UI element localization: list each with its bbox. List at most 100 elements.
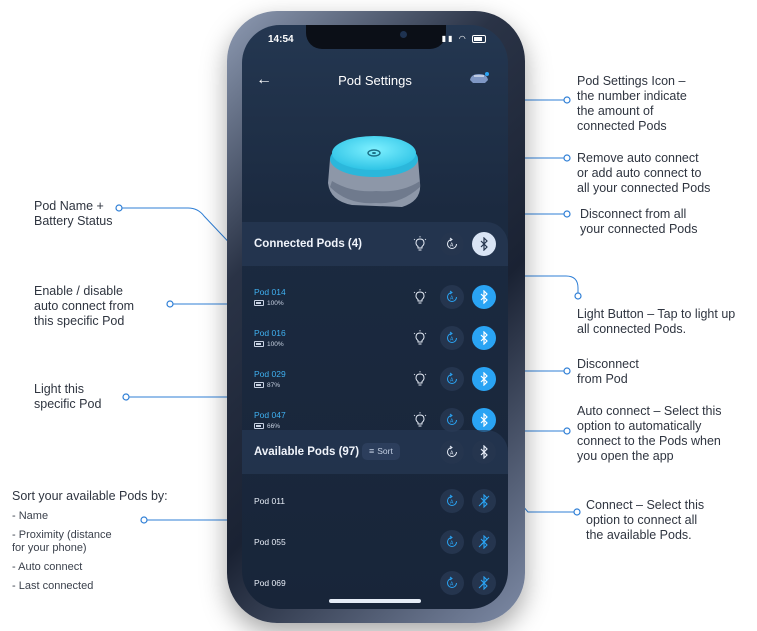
- lightbulb-icon: [413, 371, 427, 386]
- svg-text:A: A: [450, 582, 454, 588]
- auto-connect-toggle[interactable]: A: [440, 530, 464, 554]
- sort-icon: ≡: [369, 446, 375, 456]
- battery-status: 66%: [254, 423, 280, 430]
- lightbulb-icon: [413, 289, 427, 304]
- annotation-pod-name: Pod Name + Battery Status: [34, 199, 113, 228]
- disconnect-pod-button[interactable]: [472, 285, 496, 309]
- light-all-button[interactable]: [408, 232, 432, 256]
- disconnect-all-button[interactable]: [472, 232, 496, 256]
- annotation-auto-connect: Auto connect – Select this option to aut…: [577, 404, 722, 463]
- annotation-sort-options: Name Proximity (distance for your phone)…: [12, 510, 112, 599]
- connect-all-button[interactable]: [472, 440, 496, 464]
- sort-option-item: Proximity (distance for your phone): [12, 529, 112, 555]
- connected-pod-row[interactable]: Pod 029 87% A: [242, 359, 508, 399]
- svg-text:A: A: [450, 337, 454, 343]
- battery-level: 87%: [267, 382, 281, 389]
- camera-icon: [400, 31, 407, 38]
- connected-pod-row[interactable]: Pod 047 66% A: [242, 400, 508, 440]
- connected-pods-header: Connected Pods (4) A: [242, 222, 508, 266]
- back-arrow-icon[interactable]: ←: [256, 71, 272, 88]
- annotation-disconnect-pod: Disconnect from Pod: [577, 357, 639, 386]
- auto-connect-toggle[interactable]: A: [440, 489, 464, 513]
- connected-pod-row[interactable]: Pod 014 100% A: [242, 277, 508, 317]
- svg-text:A: A: [450, 296, 454, 302]
- lightbulb-icon: [413, 236, 427, 251]
- bluetooth-icon: [480, 413, 488, 427]
- app-screen: 14:54 ▮▮ ◠ ← Pod Settings: [242, 25, 508, 609]
- svg-text:A: A: [450, 419, 454, 425]
- svg-text:A: A: [450, 243, 454, 249]
- pod-name: Pod 047: [254, 410, 286, 420]
- pod-name: Pod 029: [254, 369, 286, 379]
- battery-status: 87%: [254, 382, 280, 389]
- auto-connect-toggle[interactable]: A: [440, 326, 464, 350]
- disconnect-pod-button[interactable]: [472, 367, 496, 391]
- pod-device-image: [328, 136, 421, 207]
- annotation-enable-auto-connect: Enable / disable auto connect from this …: [34, 284, 135, 328]
- svg-text:A: A: [450, 378, 454, 384]
- auto-connect-toggle[interactable]: A: [440, 367, 464, 391]
- auto-connect-toggle[interactable]: A: [440, 408, 464, 432]
- light-pod-button[interactable]: [408, 408, 432, 432]
- light-pod-button[interactable]: [408, 285, 432, 309]
- svg-text:A: A: [450, 500, 454, 506]
- svg-text:A: A: [450, 541, 454, 547]
- available-pods-header: Available Pods (97) ≡Sort A: [242, 430, 508, 474]
- svg-text:A: A: [450, 451, 454, 457]
- battery-level: 100%: [267, 300, 284, 307]
- auto-connect-icon: A: [447, 331, 457, 343]
- auto-connect-icon: A: [447, 237, 457, 249]
- connect-pod-button[interactable]: [472, 489, 496, 513]
- annotation-light-button: Light Button – Tap to light up all conne…: [577, 307, 736, 336]
- sort-option-item: Auto connect: [12, 561, 112, 574]
- battery-status: 100%: [254, 341, 284, 348]
- connect-pod-button[interactable]: [472, 571, 496, 595]
- bluetooth-icon: [480, 331, 488, 345]
- status-icons: ▮▮ ◠: [442, 34, 486, 43]
- auto-connect-icon: A: [447, 413, 457, 425]
- annotation-connect: Connect – Select this option to connect …: [586, 498, 705, 542]
- light-pod-button[interactable]: [408, 367, 432, 391]
- available-pod-row[interactable]: Pod 069 A: [242, 563, 508, 603]
- disconnect-pod-button[interactable]: [472, 408, 496, 432]
- battery-icon: [254, 341, 264, 348]
- auto-connect-available-button[interactable]: A: [440, 440, 464, 464]
- home-indicator[interactable]: [329, 599, 421, 603]
- pod-settings-icon[interactable]: [468, 71, 490, 85]
- battery-level: 100%: [267, 341, 284, 348]
- battery-level: 66%: [267, 423, 281, 430]
- auto-connect-toggle[interactable]: A: [440, 285, 464, 309]
- bluetooth-off-icon: [478, 576, 490, 590]
- battery-icon: [254, 423, 264, 430]
- auto-connect-all-button[interactable]: A: [440, 232, 464, 256]
- battery-icon: [254, 300, 264, 307]
- annotation-light-specific-pod: Light this specific Pod: [34, 382, 102, 411]
- auto-connect-toggle[interactable]: A: [440, 571, 464, 595]
- signal-icon: ▮▮: [441, 34, 455, 43]
- bluetooth-icon: [480, 372, 488, 386]
- connect-pod-button[interactable]: [472, 530, 496, 554]
- sort-option-item: Name: [12, 510, 112, 523]
- disconnect-pod-button[interactable]: [472, 326, 496, 350]
- available-pod-row[interactable]: Pod 055 A: [242, 522, 508, 562]
- auto-connect-icon: A: [447, 290, 457, 302]
- sort-button[interactable]: ≡Sort: [362, 443, 400, 460]
- available-pod-row[interactable]: Pod 011 A: [242, 481, 508, 521]
- battery-icon: [254, 382, 264, 389]
- auto-connect-icon: A: [447, 535, 457, 547]
- page-title: Pod Settings: [338, 73, 412, 88]
- lightbulb-icon: [413, 330, 427, 345]
- bluetooth-icon: [480, 445, 488, 459]
- auto-connect-icon: A: [447, 445, 457, 457]
- sort-option-item: Last connected: [12, 580, 112, 593]
- lightbulb-icon: [413, 412, 427, 427]
- connected-pod-row[interactable]: Pod 016 100% A: [242, 318, 508, 358]
- available-pods-title: Available Pods (97): [254, 446, 360, 458]
- status-time: 14:54: [268, 34, 294, 45]
- auto-connect-icon: A: [447, 372, 457, 384]
- bluetooth-icon: [480, 290, 488, 304]
- pod-name: Pod 069: [254, 578, 286, 588]
- pod-name: Pod 011: [254, 496, 286, 506]
- phone-frame: 14:54 ▮▮ ◠ ← Pod Settings: [227, 11, 525, 623]
- light-pod-button[interactable]: [408, 326, 432, 350]
